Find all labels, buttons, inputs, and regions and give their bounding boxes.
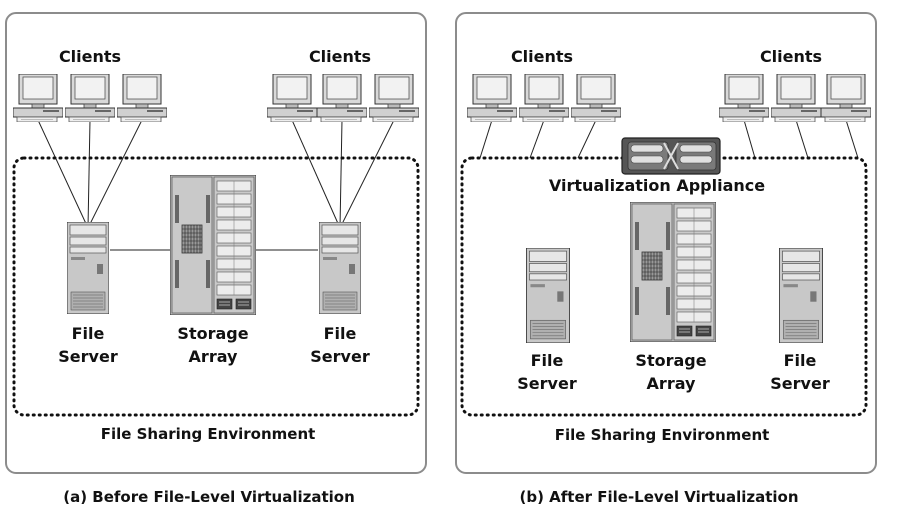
panel-b-environment-label: File Sharing Environment [555, 426, 770, 444]
desktop-computer-icon [267, 74, 317, 122]
file-server-right-label-line2: Server [310, 347, 370, 366]
virtualization-appliance-icon [621, 137, 721, 175]
storage-array-label-line1: Storage [635, 351, 706, 370]
panel-b-connections [479, 119, 859, 159]
file-server-right-label-line2: Server [770, 374, 830, 393]
clients-left-label: Clients [59, 47, 121, 66]
desktop-computer-icon [771, 74, 821, 122]
panel-a-environment-label: File Sharing Environment [101, 425, 316, 443]
desktop-computer-icon [369, 74, 419, 122]
file-server-left-label-line2: Server [517, 374, 577, 393]
panel-a-caption: (a) Before File-Level Virtualization [63, 488, 355, 506]
desktop-computer-icon [317, 74, 367, 122]
file-server-right-label-line1: File [324, 324, 357, 343]
panel-a-environment-boundary [12, 156, 420, 417]
panel-b-after: Clients Clients Virtualization Appliance… [455, 12, 877, 474]
file-server-left-label-line1: File [531, 351, 564, 370]
panel-a-border [5, 12, 427, 474]
panel-a-connections [37, 119, 395, 251]
storage-array-label-line1: Storage [177, 324, 248, 343]
file-server-tower-icon [526, 248, 570, 343]
file-server-tower-icon [319, 222, 361, 314]
clients-right-label: Clients [309, 47, 371, 66]
file-server-left-label-line1: File [72, 324, 105, 343]
file-server-tower-icon [67, 222, 109, 314]
storage-array-label-line2: Array [647, 374, 696, 393]
desktop-computer-icon [519, 74, 569, 122]
desktop-computer-icon [117, 74, 167, 122]
file-server-right-label-line1: File [784, 351, 817, 370]
storage-array-icon [170, 175, 256, 315]
file-server-left-label-line2: Server [58, 347, 118, 366]
desktop-computer-icon [467, 74, 517, 122]
desktop-computer-icon [13, 74, 63, 122]
storage-array-label-line2: Array [189, 347, 238, 366]
clients-left-label: Clients [511, 47, 573, 66]
panel-a-before: Clients Clients File Server Storage Arra… [5, 12, 427, 474]
storage-array-icon [630, 202, 716, 342]
virtualization-appliance-label: Virtualization Appliance [549, 176, 765, 195]
file-server-tower-icon [779, 248, 823, 343]
panel-b-border [455, 12, 877, 474]
desktop-computer-icon [719, 74, 769, 122]
desktop-computer-icon [65, 74, 115, 122]
panel-b-caption: (b) After File-Level Virtualization [519, 488, 798, 506]
desktop-computer-icon [821, 74, 871, 122]
desktop-computer-icon [571, 74, 621, 122]
clients-right-label: Clients [760, 47, 822, 66]
